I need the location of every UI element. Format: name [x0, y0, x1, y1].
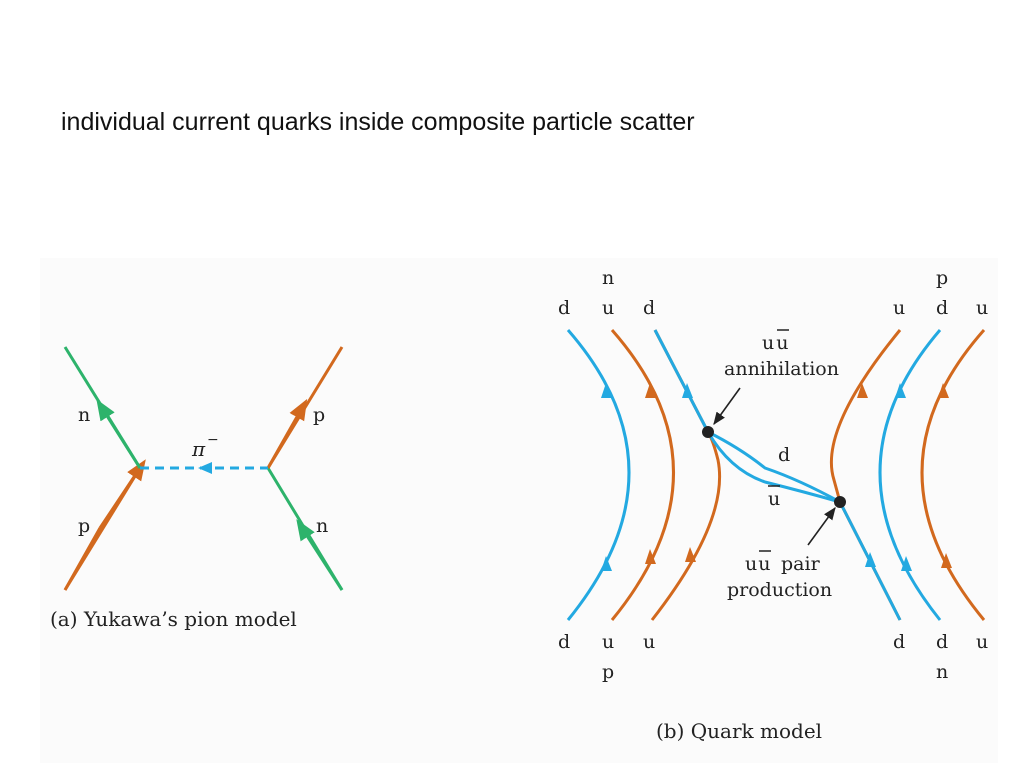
arrow-o3 [685, 547, 696, 562]
arrow-o1 [645, 383, 656, 398]
production-vertex [834, 496, 846, 508]
production-label: production [727, 579, 832, 601]
bottom-quark-5: d [936, 631, 948, 653]
caption-panel-a: (a) Yukawa’s pion model [50, 607, 297, 631]
top-particle-right: p [936, 267, 948, 289]
top-quark-2: u [602, 297, 614, 319]
exchange-label-ubar: u [768, 488, 780, 510]
arrow-b2 [601, 556, 612, 571]
bottom-quark-4: d [893, 631, 905, 653]
annihilation-pointer [713, 387, 741, 426]
arrow-o4 [857, 383, 868, 398]
label-p-left: p [78, 515, 90, 537]
top-quark-3: d [643, 297, 655, 319]
bottom-quark-6: u [976, 631, 988, 653]
panel-a: n p p n π − (a) Yukawa’s pion model [50, 346, 344, 631]
bottom-particle-right: n [936, 661, 948, 683]
quark-line-u-left [610, 329, 675, 621]
exchange-line-ubar [706, 431, 841, 504]
production-pointer [807, 506, 836, 546]
line-n-outgoing-seg [63, 346, 142, 469]
arrow-b3 [682, 383, 693, 398]
top-quark-5: d [936, 297, 948, 319]
quark-line-d-outer-left [566, 329, 631, 621]
pion-arrow [198, 462, 212, 474]
arrow-b1 [601, 383, 612, 398]
top-particle-left: n [602, 267, 614, 289]
top-quark-1: d [558, 297, 570, 319]
line-p-incoming-seg [63, 467, 142, 591]
exchange-label-d: d [778, 444, 790, 466]
line-p-outgoing-seg [266, 346, 344, 469]
arrow-o5 [938, 383, 949, 398]
label-n-left: n [78, 404, 90, 426]
label-p-right: p [313, 404, 325, 426]
exchange-line-d [707, 430, 841, 504]
label-pion: π [191, 437, 206, 461]
annihilation-vertex [702, 426, 714, 438]
top-quark-4: u [893, 297, 905, 319]
bottom-quark-2: u [602, 631, 614, 653]
label-n-right: n [316, 515, 328, 537]
quark-line-d-annihilation [653, 329, 710, 433]
bottom-particle-left: p [602, 661, 614, 683]
quark-line-u-inner-left [650, 329, 722, 621]
arrow-o6 [941, 553, 952, 568]
figure-panel [40, 258, 998, 763]
top-quark-6: u [976, 297, 988, 319]
production-label-pair: pair [781, 553, 821, 575]
annihilation-label: annihilation [724, 358, 839, 380]
line-n-incoming-seg [266, 467, 344, 591]
quark-line-d-right [878, 329, 942, 621]
arrow-b4 [865, 552, 876, 567]
label-pion-charge: − [207, 432, 219, 448]
arrow-b5 [895, 383, 906, 398]
bottom-quark-1: d [558, 631, 570, 653]
arrow-b6 [901, 556, 912, 571]
slide-title: individual current quarks inside composi… [61, 108, 695, 136]
caption-panel-b: (b) Quark model [656, 719, 822, 743]
production-pair-label: uu [745, 553, 771, 575]
bottom-quark-3: u [643, 631, 655, 653]
quark-line-u-outer-right [920, 329, 986, 621]
arrow-o2 [645, 549, 656, 564]
panel-b: n p d u d u d u d u u d d u p n d u uu a… [558, 267, 988, 743]
quark-line-u-inner-right [829, 329, 902, 621]
annihilation-pair-label: uu [762, 332, 790, 354]
